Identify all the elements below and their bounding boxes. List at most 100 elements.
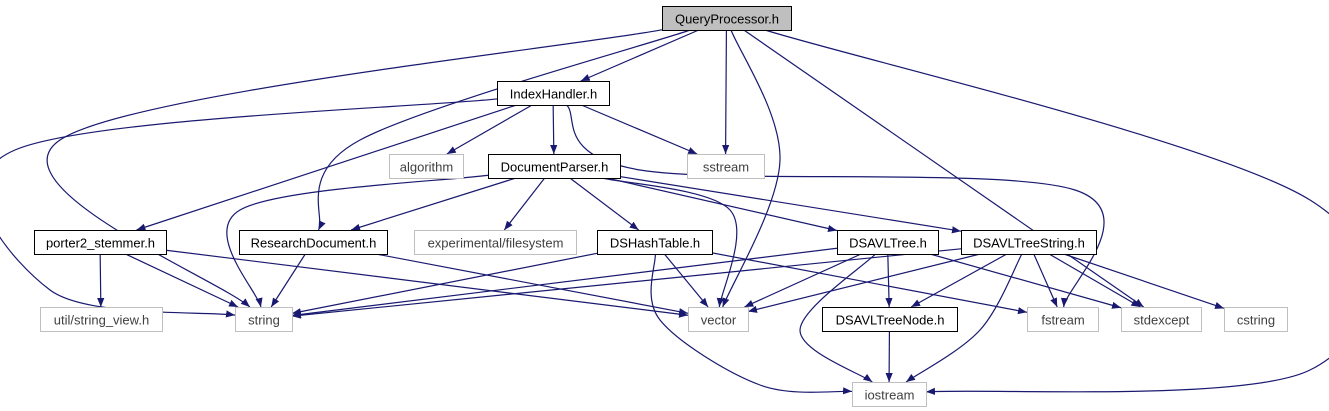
node-label-util-string-view: util/string_view.h (54, 313, 149, 328)
node-index-handler[interactable]: IndexHandler.h (497, 81, 610, 106)
node-document-parser[interactable]: DocumentParser.h (488, 154, 621, 179)
edge-porter2-stemmer-to-vector (165, 249, 689, 318)
edge-index-handler-to-porter2-stemmer (136, 104, 517, 231)
edge-index-handler-to-sstream (581, 104, 698, 155)
node-label-string: string (248, 313, 280, 328)
node-box-algorithm (389, 154, 464, 179)
node-box-research-document (239, 230, 388, 255)
node-label-iostream: iostream (865, 388, 915, 403)
edge-dshashtable-to-string (291, 252, 598, 316)
edge-dsavltree-to-string (291, 247, 838, 318)
edge-research-document-to-vector (376, 253, 689, 316)
node-algorithm: algorithm (389, 154, 464, 179)
node-box-iostream (852, 382, 927, 407)
edge-dshashtable-to-vector (663, 253, 709, 308)
node-porter2-stemmer[interactable]: porter2_stemmer.h (34, 230, 167, 255)
node-cstring: cstring (1224, 307, 1288, 332)
edge-query-processor-to-research-document (317, 29, 691, 231)
node-box-query-processor (662, 6, 792, 31)
node-dsavltree[interactable]: DSAVLTree.h (837, 230, 939, 255)
edge-dsavltreestring-to-fstream (1033, 253, 1058, 308)
node-box-porter2-stemmer (34, 230, 167, 255)
edge-dshashtable-to-fstream (711, 252, 1028, 315)
edge-research-document-to-string (270, 253, 306, 308)
node-label-experimental-filesystem: experimental/filesystem (428, 236, 564, 251)
node-label-stdexcept: stdexcept (1134, 313, 1190, 328)
node-label-algorithm: algorithm (400, 160, 453, 175)
node-label-dsavltreestring: DSAVLTreeString.h (973, 236, 1085, 251)
node-label-dshashtable: DSHashTable.h (610, 236, 700, 251)
edge-query-processor-to-index-handler (580, 29, 699, 82)
node-box-cstring (1224, 307, 1288, 332)
node-label-sstream: sstream (703, 160, 749, 175)
node-label-vector: vector (701, 313, 737, 328)
edge-query-processor-to-sstream (722, 29, 730, 155)
edge-document-parser-to-vector (601, 177, 738, 308)
node-iostream: iostream (852, 382, 927, 407)
node-fstream: fstream (1027, 307, 1099, 332)
edge-query-processor-to-stdexcept (743, 29, 1145, 308)
node-experimental-filesystem: experimental/filesystem (414, 230, 577, 255)
node-box-string (235, 307, 293, 332)
edge-dshashtable-to-iostream (650, 253, 853, 395)
edge-dsavltreestring-to-dsavltreenode (910, 253, 1008, 308)
edge-document-parser-to-dsavltreestring (619, 175, 962, 234)
edge-query-processor-to-string (46, 29, 663, 308)
edge-dsavltreestring-to-vector (747, 253, 981, 313)
edges-layer (0, 29, 1329, 395)
node-research-document[interactable]: ResearchDocument.h (239, 230, 388, 255)
node-vector: vector (688, 307, 749, 332)
node-label-porter2-stemmer: porter2_stemmer.h (46, 236, 155, 251)
edge-dsavltreestring-to-iostream (905, 253, 1023, 383)
node-box-sstream (687, 154, 765, 179)
edge-index-handler-to-fstream (566, 104, 1105, 308)
node-label-cstring: cstring (1237, 313, 1275, 328)
node-box-dsavltreenode (822, 307, 958, 332)
edge-dsavltree-to-iostream (799, 253, 876, 383)
node-label-research-document: ResearchDocument.h (251, 236, 377, 251)
edge-index-handler-to-document-parser (550, 104, 558, 155)
node-string: string (235, 307, 293, 332)
node-box-index-handler (497, 81, 610, 106)
node-stdexcept: stdexcept (1121, 307, 1202, 332)
edge-document-parser-to-research-document (350, 177, 517, 231)
node-util-string-view: util/string_view.h (40, 307, 163, 332)
edge-porter2-stemmer-to-util-string-view (97, 253, 105, 308)
edge-dsavltree-to-dsavltreenode (885, 253, 893, 308)
node-label-document-parser: DocumentParser.h (501, 160, 609, 175)
node-label-dsavltreenode: DSAVLTreeNode.h (836, 313, 945, 328)
node-label-query-processor: QueryProcessor.h (675, 12, 779, 27)
node-label-fstream: fstream (1041, 313, 1084, 328)
node-box-fstream (1027, 307, 1099, 332)
edge-dsavltreestring-to-cstring (1063, 253, 1225, 309)
node-box-util-string-view (40, 307, 163, 332)
edge-query-processor-to-iostream (764, 29, 1329, 395)
edge-dsavltreestring-to-string (291, 248, 962, 319)
node-dshashtable[interactable]: DSHashTable.h (597, 230, 713, 255)
node-box-document-parser (488, 154, 621, 179)
node-label-dsavltree: DSAVLTree.h (849, 236, 927, 251)
node-box-experimental-filesystem (414, 230, 577, 255)
node-box-dshashtable (597, 230, 713, 255)
node-box-dsavltreestring (961, 230, 1097, 255)
node-box-dsavltree (837, 230, 939, 255)
edge-dsavltree-to-stdexcept (929, 253, 1122, 309)
edge-document-parser-to-dshashtable (569, 177, 639, 231)
node-query-processor[interactable]: QueryProcessor.h (662, 6, 792, 31)
edge-document-parser-to-experimental-filesystem (503, 177, 546, 231)
node-box-stdexcept (1121, 307, 1202, 332)
node-sstream: sstream (687, 154, 765, 179)
edge-document-parser-to-string (226, 174, 489, 308)
node-label-index-handler: IndexHandler.h (510, 87, 597, 102)
edge-dsavltreestring-to-stdexcept (1048, 253, 1141, 308)
edge-index-handler-to-algorithm (446, 104, 533, 155)
edge-dsavltree-to-vector (744, 253, 862, 308)
node-box-vector (688, 307, 749, 332)
edge-document-parser-to-dsavltree (606, 177, 838, 233)
node-dsavltreestring[interactable]: DSAVLTreeString.h (961, 230, 1097, 255)
node-dsavltreenode[interactable]: DSAVLTreeNode.h (822, 307, 958, 332)
edge-porter2-stemmer-to-string (125, 253, 239, 308)
